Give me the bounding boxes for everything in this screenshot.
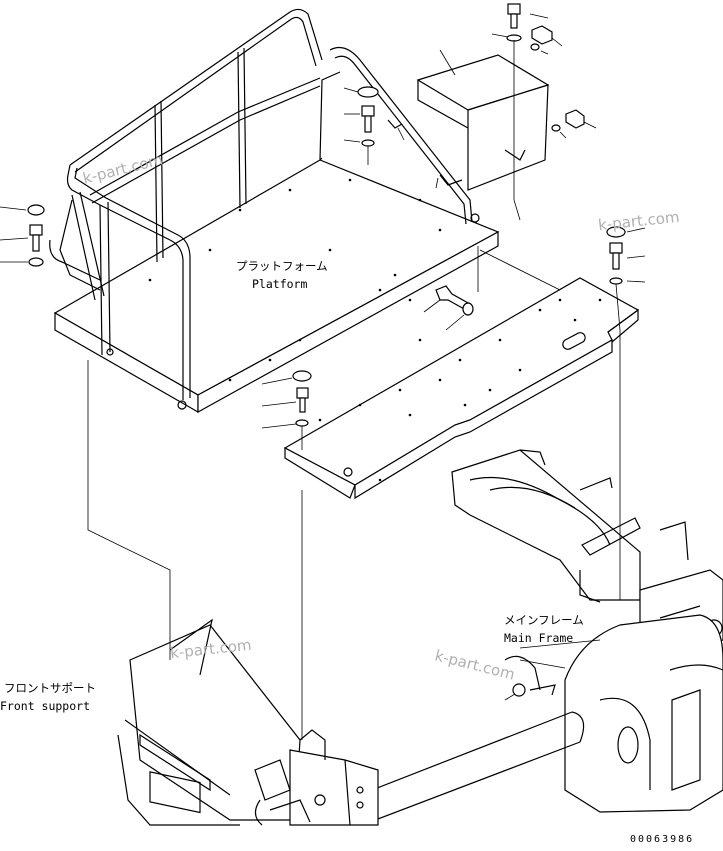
main-frame-label-jp: メインフレーム bbox=[504, 613, 584, 627]
front-support-label-jp: フロントサポート bbox=[4, 681, 96, 695]
front-support-label-en: Front support bbox=[0, 699, 91, 713]
fasteners bbox=[27, 3, 626, 427]
platform-label-en: Platform bbox=[252, 277, 308, 291]
main-frame bbox=[369, 449, 723, 823]
frame-plate bbox=[283, 277, 640, 500]
front-support bbox=[117, 618, 379, 826]
bracket-plate bbox=[416, 49, 550, 191]
drawing-number: 00063986 bbox=[630, 834, 695, 845]
main-frame-label-en: Main Frame bbox=[504, 631, 574, 645]
platform-label-jp: プラットフォーム bbox=[236, 259, 328, 273]
platform-assembly bbox=[49, 8, 500, 414]
leader-lines bbox=[0, 13, 646, 740]
